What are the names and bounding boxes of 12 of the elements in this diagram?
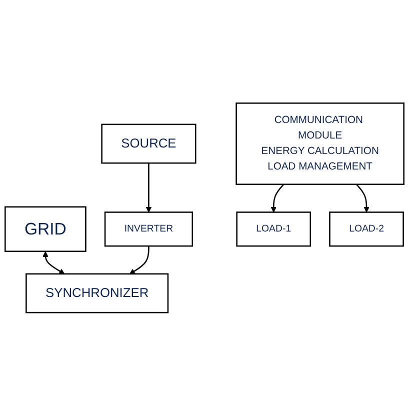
node-box: GRID [4, 206, 86, 252]
node-box: SYNCHRONIZER [26, 273, 169, 314]
node-box: INVERTER [104, 212, 194, 247]
arrow [146, 163, 152, 213]
node-box: LOAD-2 [329, 212, 404, 247]
arrow [270, 184, 284, 213]
node-box: SOURCE [101, 124, 196, 164]
arrow [42, 252, 65, 274]
arrow [356, 184, 370, 213]
arrow [129, 246, 150, 274]
node-box: COMMUNICATION MODULE ENERGY CALCULATION LOAD MANAGEMENT [236, 102, 404, 186]
node-box: LOAD-1 [236, 212, 312, 247]
